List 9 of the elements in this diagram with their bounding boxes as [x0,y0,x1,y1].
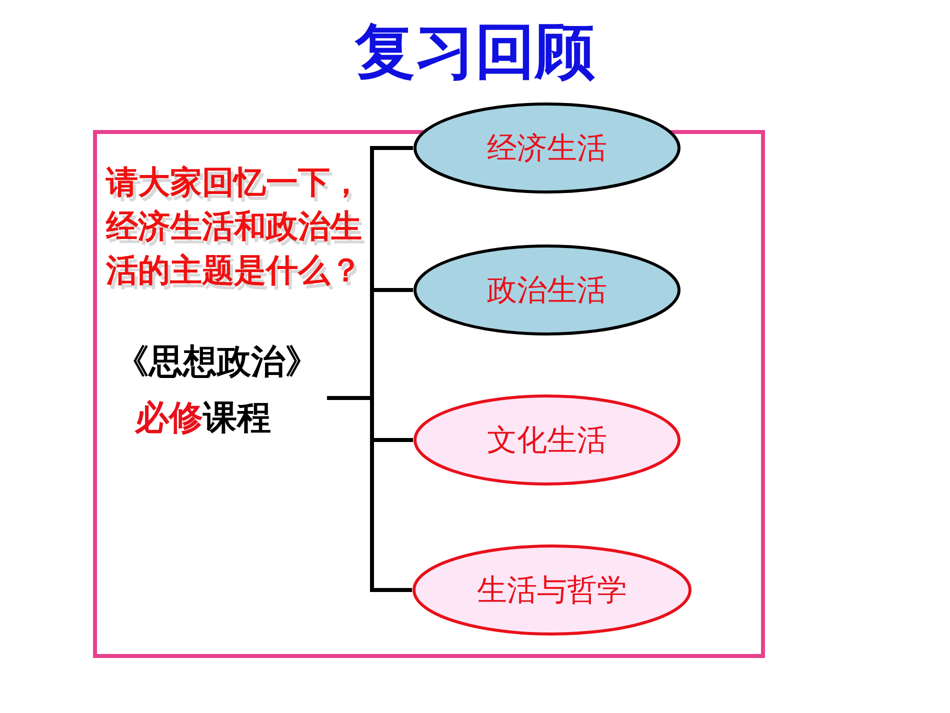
ellipse-label: 经济生活 [487,130,607,168]
ellipse-label: 政治生活 [487,272,607,310]
ellipse-label: 文化生活 [487,422,607,460]
ellipse-label: 生活与哲学 [477,572,627,610]
title: 复习回顾 [354,16,596,89]
question-text: 请大家回忆一下，经济生活和政治生活的主题是什么？ [106,162,363,291]
course-type: 必修课程 [135,398,271,438]
frame [93,130,765,658]
course-name: 《思想政治》 [115,342,319,382]
